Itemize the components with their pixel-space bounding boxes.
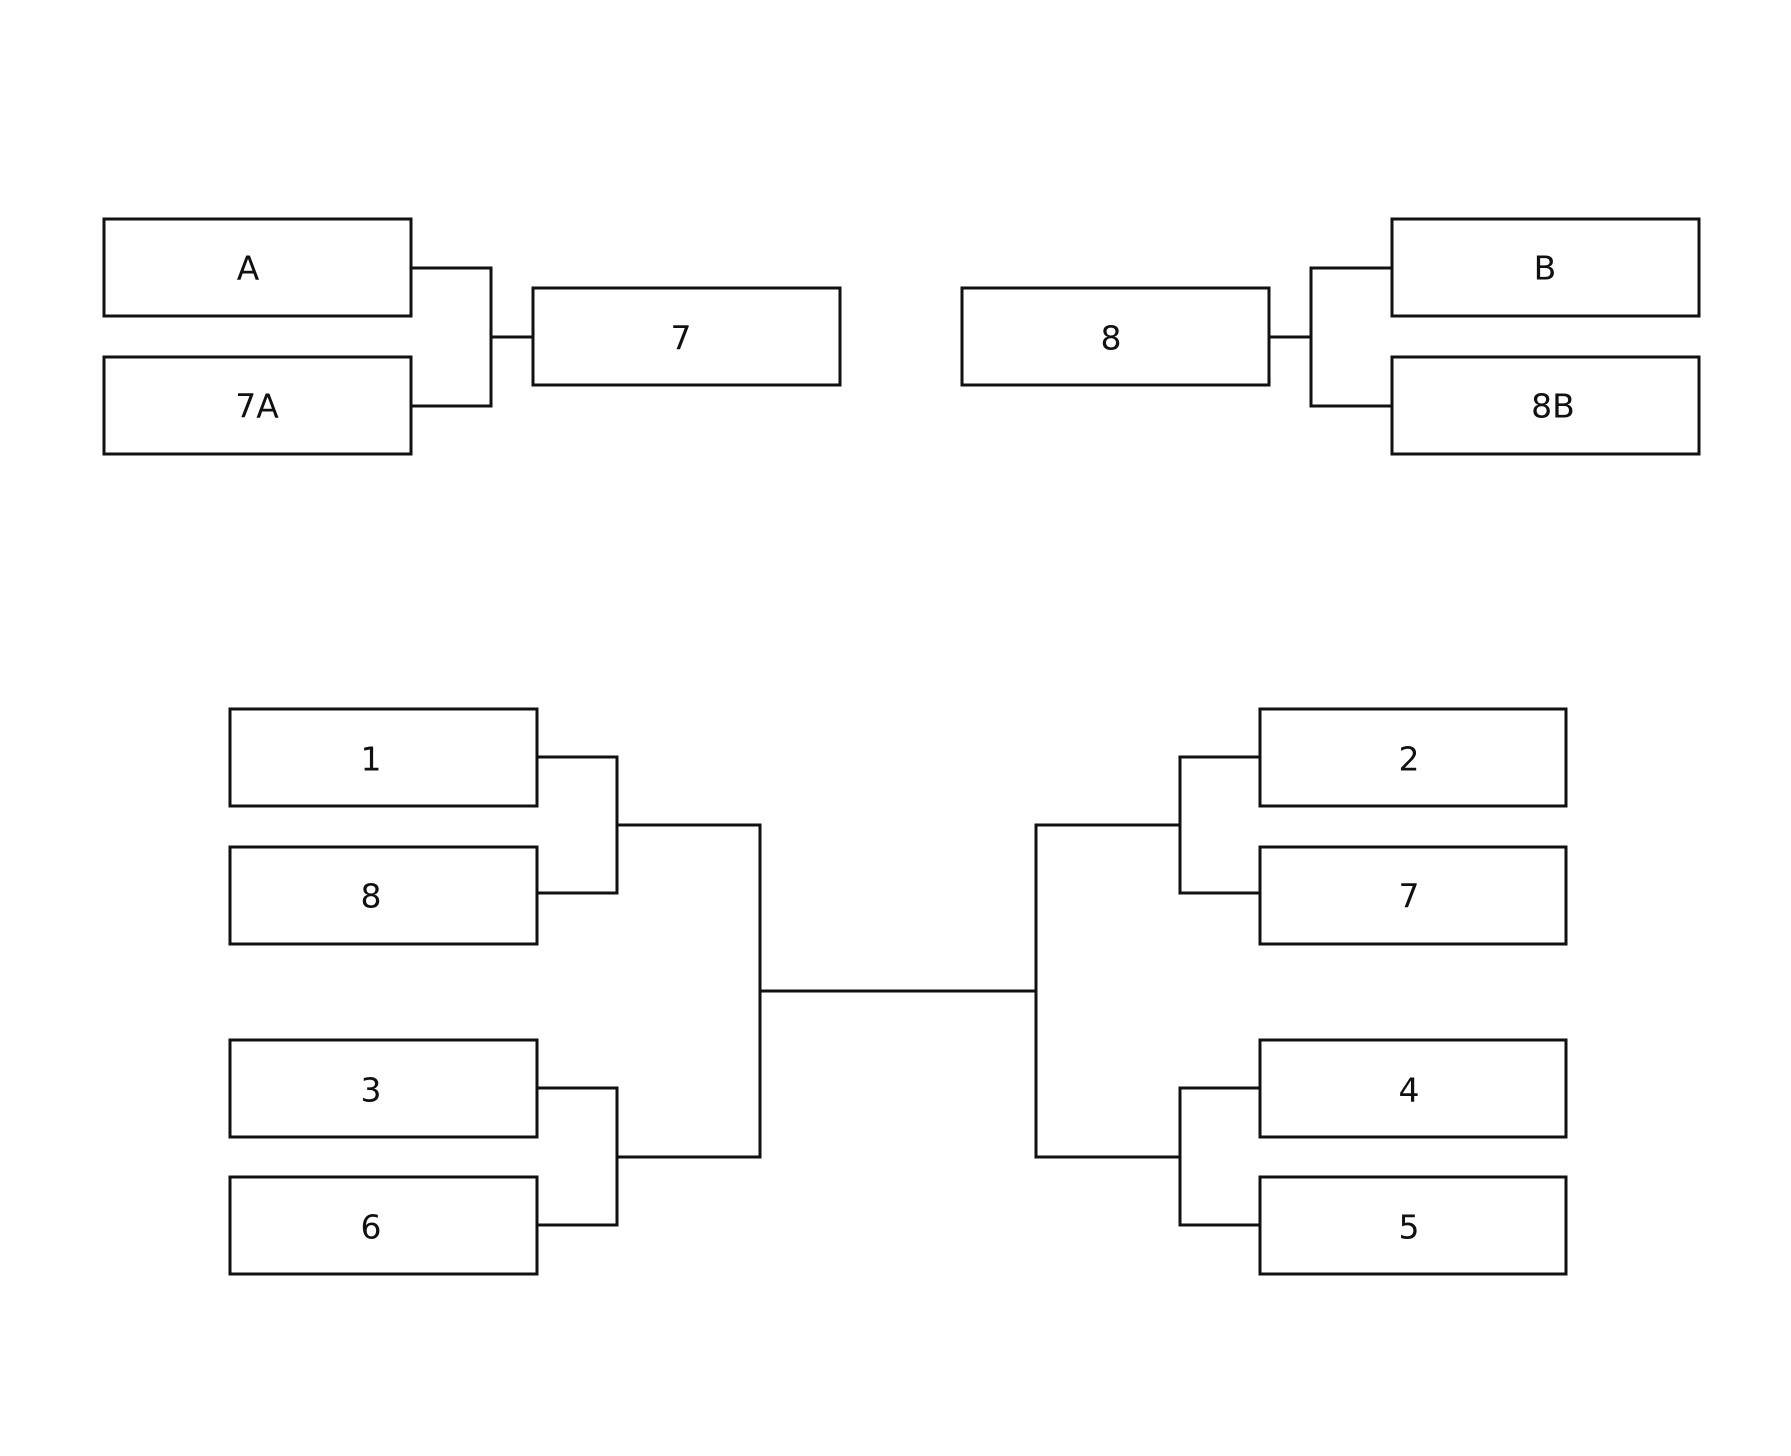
seed-5-label: 5	[1399, 1208, 1420, 1247]
seed-7-slot: 7	[1258, 845, 1568, 946]
left-semifinal-connector	[758, 823, 1038, 1159]
seed-2-label: 2	[1399, 740, 1420, 779]
slot-play-in-winner-7-label: 7	[671, 319, 692, 358]
seed-6-label: 6	[361, 1208, 382, 1247]
slot-7a-label: 7A	[235, 387, 279, 426]
slot-8b: 8B	[1390, 355, 1701, 456]
main-bracket-right: 2 7 4 5	[1034, 707, 1568, 1276]
left-quarterfinal-top-connector	[535, 755, 762, 895]
seed-5-slot: 5	[1258, 1175, 1568, 1276]
slot-a-label: A	[237, 249, 260, 288]
slot-b: B	[1390, 217, 1701, 318]
play-in-right-connector	[1267, 266, 1394, 408]
right-quarterfinal-top-connector	[1034, 755, 1262, 895]
seed-6-slot: 6	[228, 1175, 539, 1276]
slot-play-in-winner-7: 7	[531, 286, 842, 387]
seed-3-slot: 3	[228, 1038, 539, 1139]
right-quarterfinal-bottom-connector	[1034, 1086, 1262, 1227]
slot-7a: 7A	[102, 355, 413, 456]
play-in-right: 8 B 8B	[960, 217, 1701, 456]
seed-1-label: 1	[361, 740, 382, 779]
seed-2-slot: 2	[1258, 707, 1568, 808]
seed-1-slot: 1	[228, 707, 539, 808]
seed-7-label: 7	[1399, 877, 1420, 916]
seed-4-slot: 4	[1258, 1038, 1568, 1139]
slot-play-in-winner-8: 8	[960, 286, 1271, 387]
left-quarterfinal-bottom-connector	[535, 1086, 762, 1227]
play-in-left: A 7A 7	[102, 217, 842, 456]
seed-8-slot: 8	[228, 845, 539, 946]
slot-8b-label: 8B	[1531, 387, 1575, 426]
play-in-left-connector	[409, 266, 535, 408]
main-bracket-left: 1 8 3 6	[228, 707, 1038, 1276]
seed-8-label: 8	[361, 877, 382, 916]
slot-a: A	[102, 217, 413, 318]
seed-3-label: 3	[361, 1071, 382, 1110]
slot-play-in-winner-8-label: 8	[1101, 319, 1122, 358]
slot-b-label: B	[1534, 249, 1557, 288]
seed-4-label: 4	[1399, 1071, 1420, 1110]
